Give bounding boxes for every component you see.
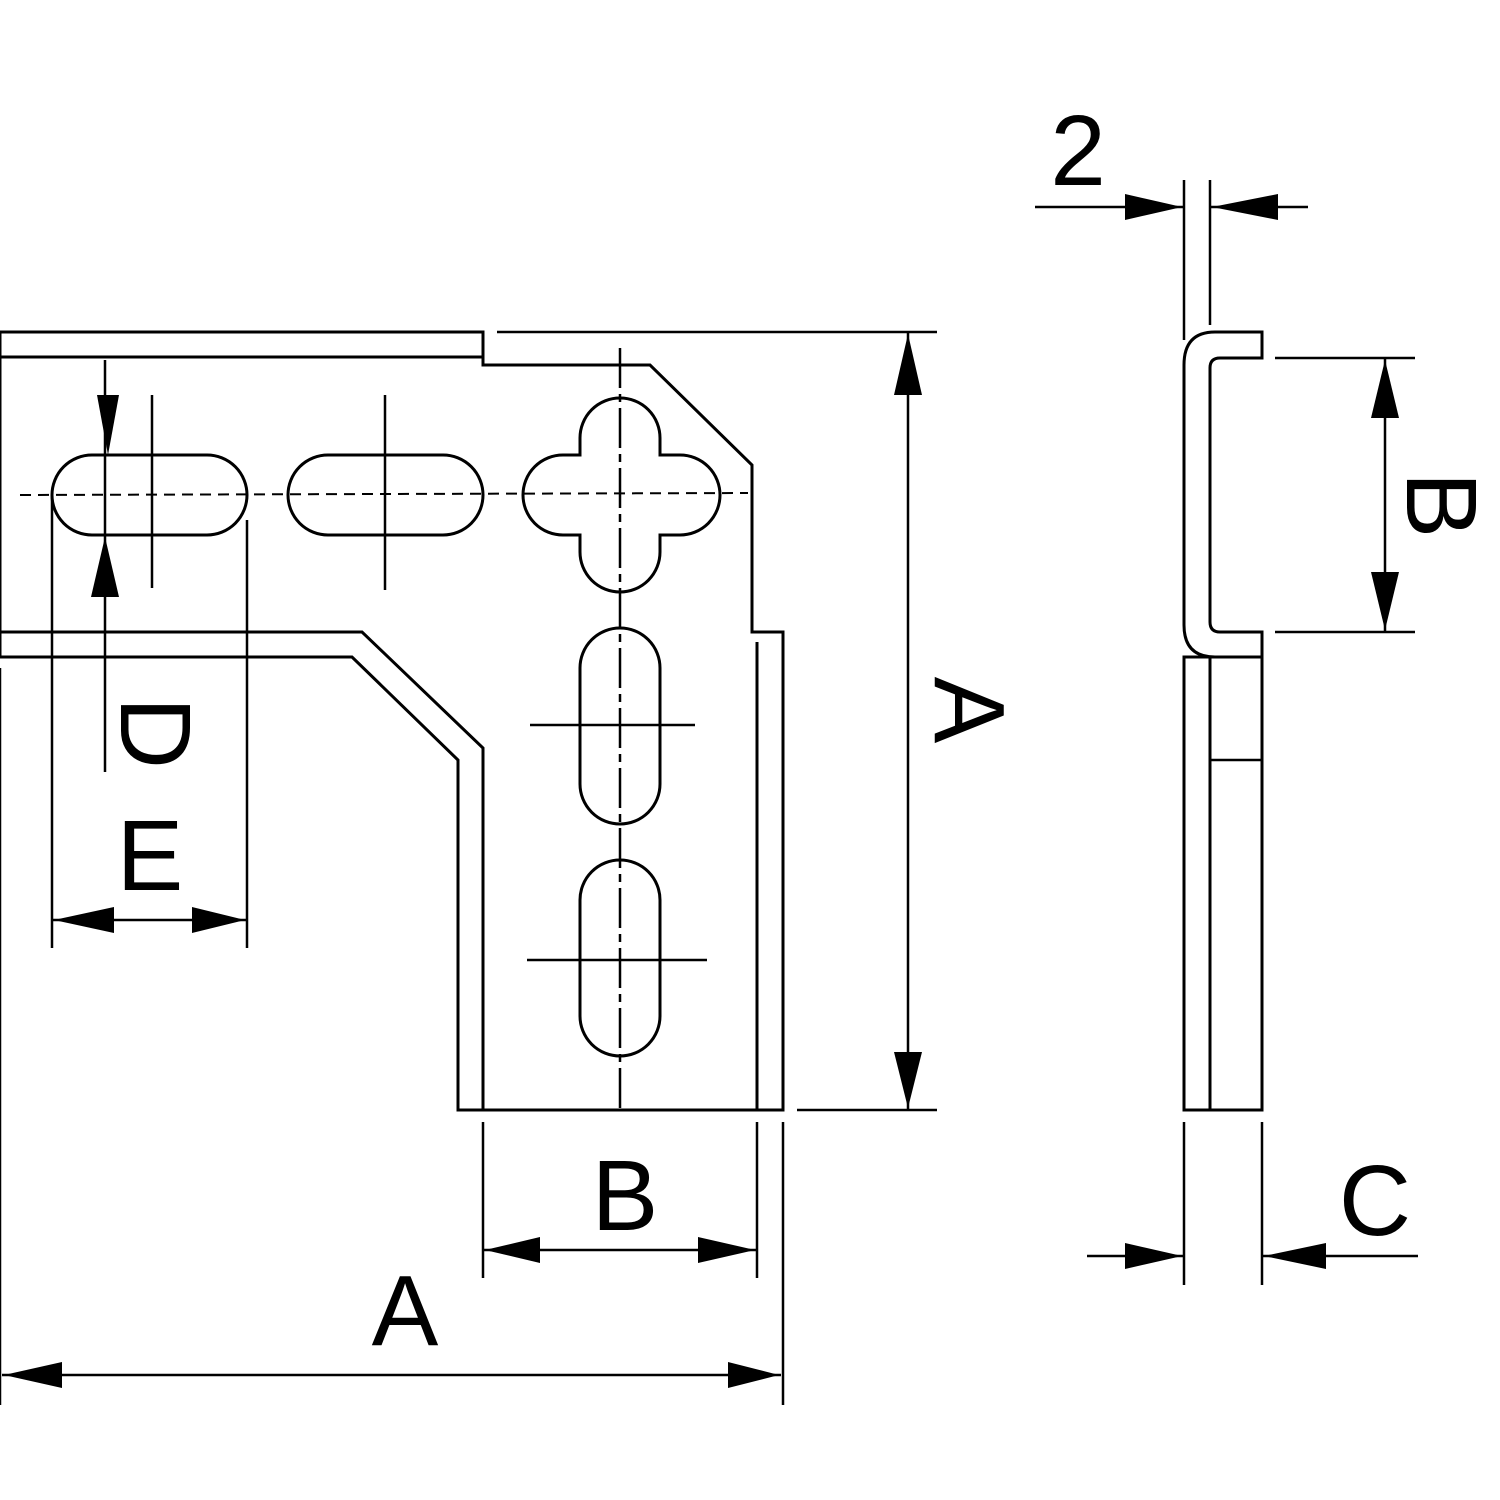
left-flange-edge	[0, 630, 485, 1110]
dim-e-arrow-right	[192, 907, 245, 933]
dim-c-arrow-right	[1264, 1243, 1326, 1269]
side-view: 2 B C	[1035, 95, 1497, 1285]
bracket-outline	[0, 330, 785, 1112]
dim-2-arrow-left	[1125, 194, 1182, 220]
side-profile-outer	[1182, 330, 1264, 659]
dim-d-arrow-bottom	[91, 537, 119, 597]
dim-d-arrow-top	[97, 395, 119, 455]
dim-a-vertical-label: A	[913, 677, 1025, 744]
dim-e-arrow-left	[54, 907, 114, 933]
dim-c-arrow-left	[1125, 1243, 1182, 1269]
dim-a-h-arrow-left	[4, 1362, 62, 1388]
slot-hole-4	[578, 858, 662, 1058]
dim-d-label: D	[99, 697, 211, 769]
dim-thickness-label: 2	[1050, 95, 1106, 207]
cross-hole	[521, 396, 722, 594]
dim-a-v-arrow-top	[894, 334, 922, 395]
dim-b-arrow-left	[485, 1237, 540, 1263]
side-flange	[1182, 655, 1264, 1112]
dim-b-side-arrow-top	[1371, 360, 1399, 418]
front-view: D E A B A	[0, 330, 1025, 1405]
dim-b-side-label: B	[1385, 472, 1497, 539]
dim-b-side-arrow-bottom	[1371, 572, 1399, 630]
dim-a-v-arrow-bottom	[894, 1052, 922, 1108]
dim-a-horizontal-label: A	[372, 1255, 439, 1367]
dim-c-label: C	[1339, 1145, 1411, 1257]
dim-e-label: E	[117, 800, 184, 912]
dim-a-h-arrow-right	[728, 1362, 779, 1388]
dim-b-arrow-right	[698, 1237, 755, 1263]
dim-2-arrow-right	[1212, 194, 1278, 220]
dim-b-bottom-label: B	[592, 1140, 659, 1252]
